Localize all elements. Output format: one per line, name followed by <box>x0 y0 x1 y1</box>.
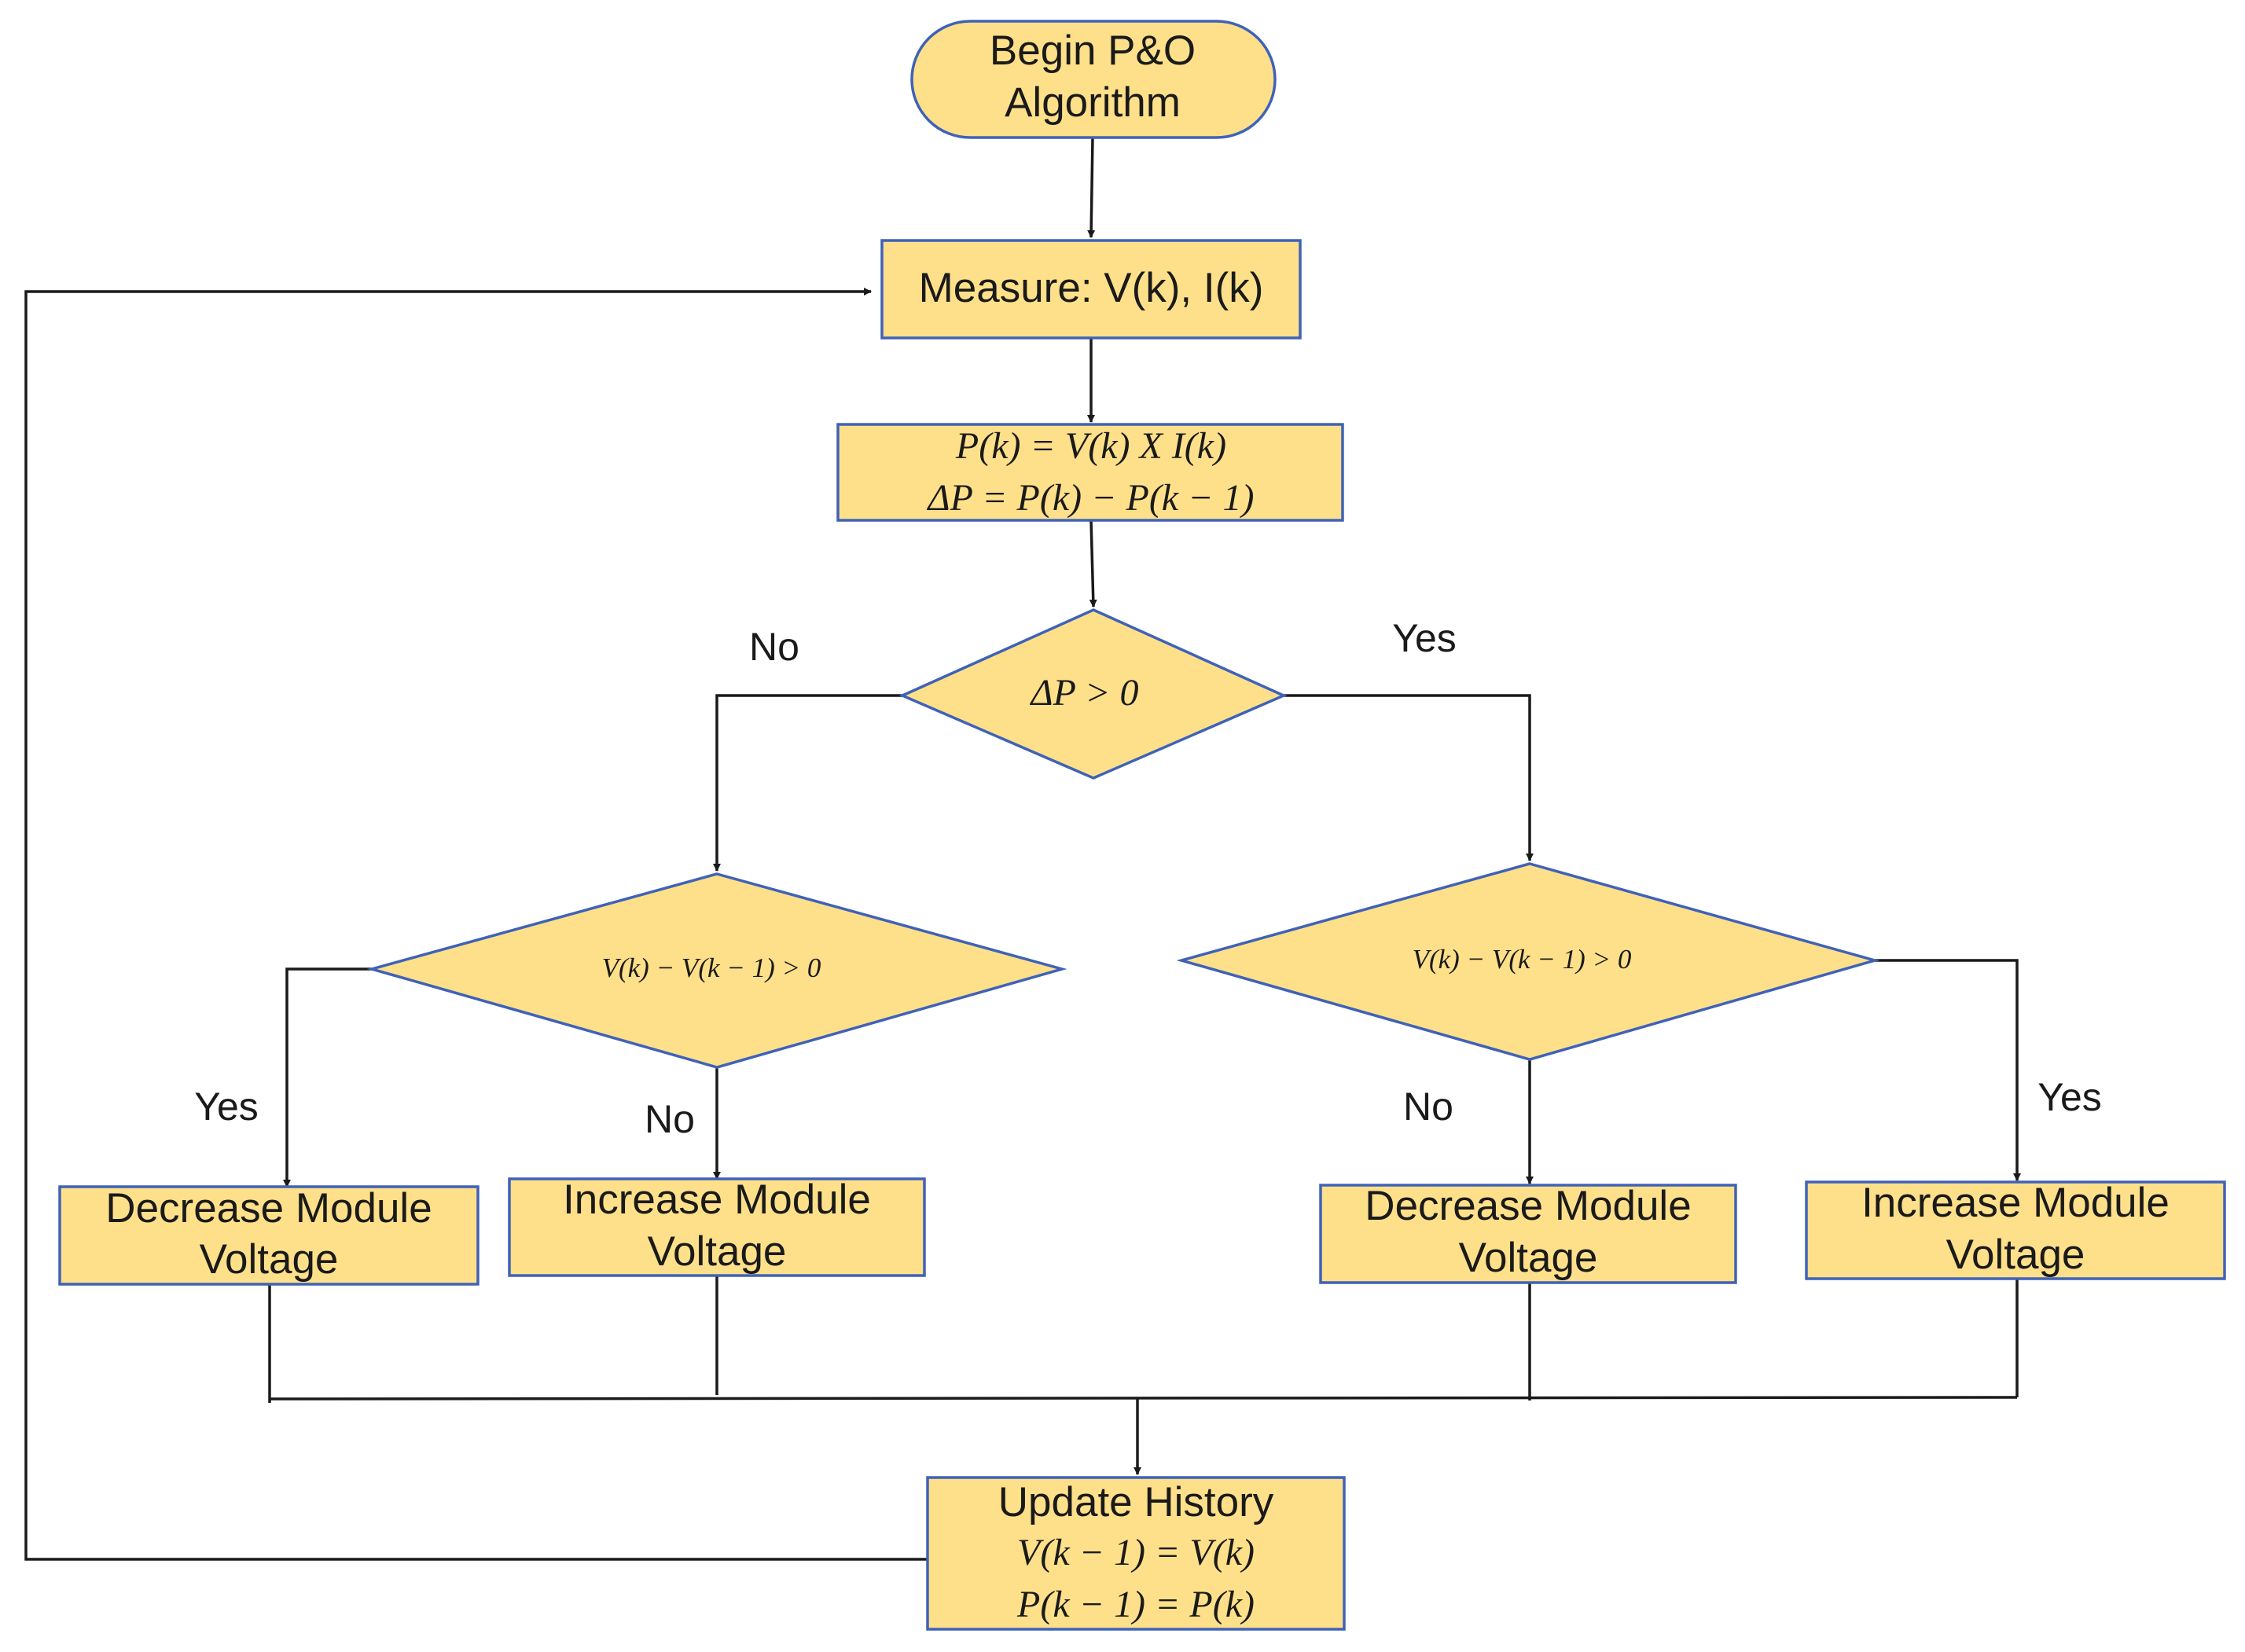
start-terminal-shape <box>910 20 1277 139</box>
arrow-dp-yes-to-right-decision <box>1284 694 1534 861</box>
edge-label-left-yes: Yes <box>194 1085 259 1129</box>
decision-delta-p: ΔP > 0 <box>898 608 1288 780</box>
arrow-right-yes-to-increase <box>1875 959 2021 1181</box>
action-decrease-left: Decrease Module Voltage <box>58 1185 479 1286</box>
arrow-dp-no-to-left-decision <box>713 694 902 872</box>
edge-label-right-no: No <box>1403 1085 1453 1129</box>
start-terminal-line1: Begin P&O <box>990 28 1196 74</box>
action-increase-left-shape <box>508 1177 926 1277</box>
action-increase-left-line1: Increase Module <box>563 1177 871 1223</box>
arrow-left-yes-to-decrease <box>283 967 372 1188</box>
decision-right-shape <box>1176 862 1880 1061</box>
arrow-compute-to-dp-decision <box>1089 519 1097 608</box>
action-decrease-right: Decrease Module Voltage <box>1319 1183 1737 1284</box>
compute-power-shape <box>836 423 1344 522</box>
edge-label-dp-no: No <box>749 625 799 669</box>
arrow-start-to-measure <box>1087 137 1096 238</box>
compute-power-process: P(k) = V(k) X I(k) ΔP = P(k) − P(k − 1) <box>836 423 1344 522</box>
decision-delta-p-label: ΔP > 0 <box>1029 672 1138 714</box>
update-history-line3: P(k − 1) = P(k) <box>1016 1584 1255 1625</box>
update-history-line1: Update History <box>998 1479 1274 1525</box>
merge-bus <box>269 1396 2018 1401</box>
start-terminal: Begin P&O Algorithm <box>910 20 1277 139</box>
action-increase-right-line2: Voltage <box>1946 1232 2085 1278</box>
edge-label-dp-yes: Yes <box>1392 616 1457 660</box>
start-terminal-line2: Algorithm <box>1005 79 1181 126</box>
action-increase-right: Increase Module Voltage <box>1805 1180 2226 1280</box>
decision-left-voltage: V(k) − V(k − 1) > 0 <box>366 872 1067 1069</box>
action-decrease-left-line1: Decrease Module <box>105 1185 432 1232</box>
action-decrease-left-shape <box>58 1185 479 1286</box>
action-increase-right-line1: Increase Module <box>1861 1180 2170 1226</box>
arrow-loop-update-to-measure <box>24 288 928 1561</box>
decision-right-voltage: V(k) − V(k − 1) > 0 <box>1176 862 1880 1061</box>
compute-power-line1: P(k) = V(k) X I(k) <box>955 425 1226 467</box>
measure-process-label: Measure: V(k), I(k) <box>919 265 1264 311</box>
decision-delta-p-shape <box>898 608 1288 780</box>
edge-label-left-no: No <box>645 1097 695 1141</box>
action-increase-left-line2: Voltage <box>648 1228 787 1275</box>
update-history-process: Update History V(k − 1) = V(k) P(k − 1) … <box>926 1476 1346 1631</box>
connectors <box>24 137 2021 1561</box>
measure-process-shape <box>880 239 1302 340</box>
edge-labels: No Yes Yes No No Yes <box>194 616 2102 1141</box>
update-history-line2: V(k − 1) = V(k) <box>1017 1532 1255 1573</box>
action-decrease-left-line2: Voltage <box>200 1236 339 1283</box>
edge-label-right-yes: Yes <box>2037 1075 2102 1119</box>
action-increase-left: Increase Module Voltage <box>508 1177 926 1277</box>
action-decrease-right-shape <box>1319 1184 1737 1284</box>
decision-left-shape <box>366 872 1067 1069</box>
measure-process: Measure: V(k), I(k) <box>880 239 1302 340</box>
decision-right-label: V(k) − V(k − 1) > 0 <box>1413 944 1632 975</box>
update-history-shape <box>926 1476 1346 1631</box>
action-increase-right-shape <box>1805 1180 2226 1280</box>
decision-left-label: V(k) − V(k − 1) > 0 <box>602 953 821 983</box>
action-decrease-right-line2: Voltage <box>1459 1235 1598 1281</box>
compute-power-line2: ΔP = P(k) − P(k − 1) <box>927 477 1255 519</box>
action-decrease-right-line1: Decrease Module <box>1365 1183 1691 1229</box>
